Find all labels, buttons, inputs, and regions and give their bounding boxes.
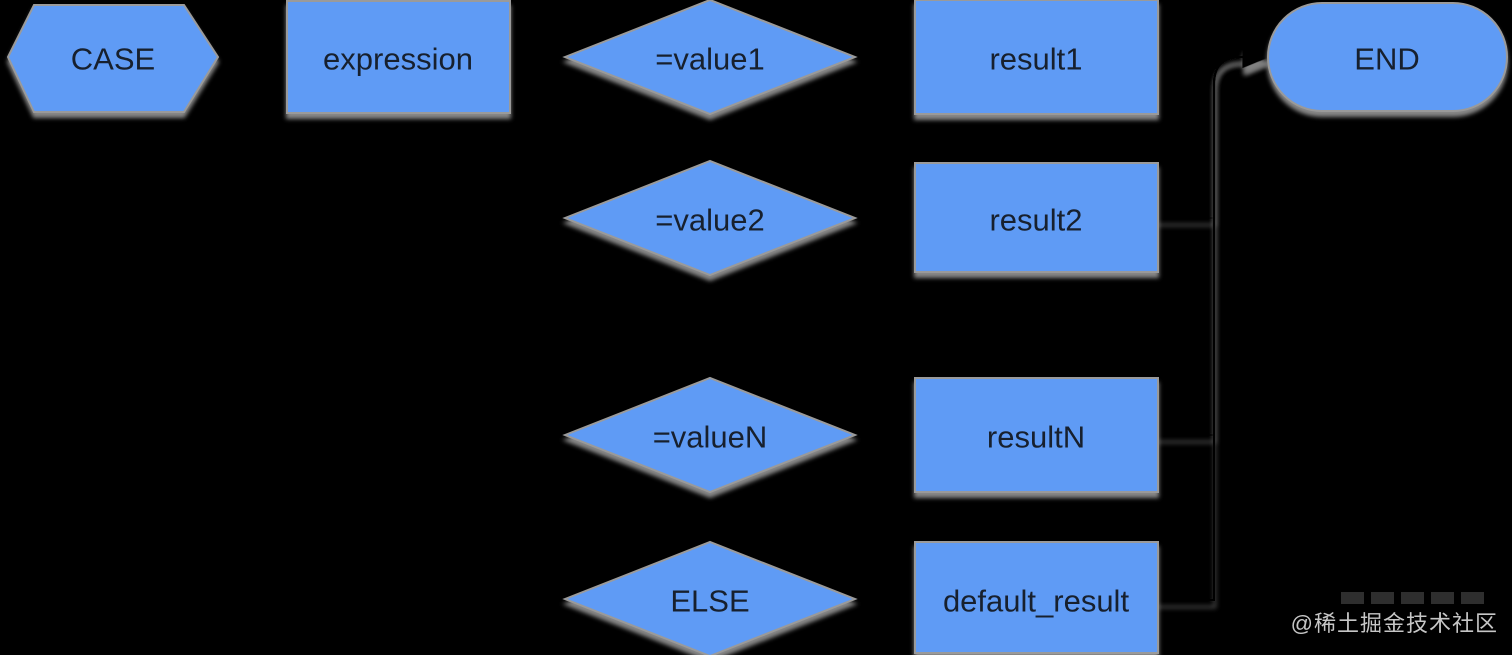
diamond-shape <box>562 0 858 116</box>
node-else: ELSE <box>562 540 858 655</box>
node-end: END <box>1267 2 1508 112</box>
diamond-shape <box>562 159 858 277</box>
watermark-logo-blocks <box>1291 592 1498 604</box>
node-resultN-label: resultN <box>987 420 1085 455</box>
watermark-text: @稀土掘金技术社区 <box>1290 611 1498 636</box>
watermark-block <box>1401 592 1424 604</box>
rect-shape <box>914 541 1159 654</box>
watermark-block <box>1341 592 1364 604</box>
node-resultN: resultN <box>914 377 1159 493</box>
node-default-result-label: default_result <box>943 584 1130 619</box>
watermark-block <box>1371 592 1394 604</box>
hexagon-shape <box>6 4 220 113</box>
diamond-shape <box>562 540 858 655</box>
node-result2-label: result2 <box>989 203 1082 238</box>
node-value2: =value2 <box>562 159 858 277</box>
rect-shape <box>914 377 1159 493</box>
node-result1-label: result1 <box>989 42 1082 77</box>
rect-shape <box>286 0 511 114</box>
node-result2: result2 <box>914 162 1159 273</box>
edge-resultN-end <box>1154 45 1271 437</box>
rect-shape <box>914 0 1159 115</box>
edges <box>220 45 1273 611</box>
node-valueN-label: =valueN <box>653 420 768 455</box>
node-expression-label: expression <box>323 42 473 77</box>
watermark-block <box>1431 592 1454 604</box>
diamond-shape <box>562 376 858 494</box>
edge-result2-end <box>1154 45 1272 220</box>
node-else-label: ELSE <box>670 584 749 619</box>
node-value2-label: =value2 <box>655 203 764 238</box>
watermark-block <box>1461 592 1484 604</box>
node-expression: expression <box>286 0 511 114</box>
node-case: CASE <box>6 4 220 113</box>
stadium-shape <box>1267 2 1508 112</box>
node-case-label: CASE <box>71 42 155 77</box>
watermark: @稀土掘金技术社区 <box>1291 592 1498 638</box>
rect-shape <box>914 162 1159 273</box>
node-value1: =value1 <box>562 0 858 116</box>
node-end-label: END <box>1354 42 1419 77</box>
node-value1-label: =value1 <box>655 42 764 77</box>
node-valueN: =valueN <box>562 376 858 494</box>
node-result1: result1 <box>914 0 1159 115</box>
edge-default-result-end <box>1154 45 1270 602</box>
node-default-result: default_result <box>914 541 1159 654</box>
